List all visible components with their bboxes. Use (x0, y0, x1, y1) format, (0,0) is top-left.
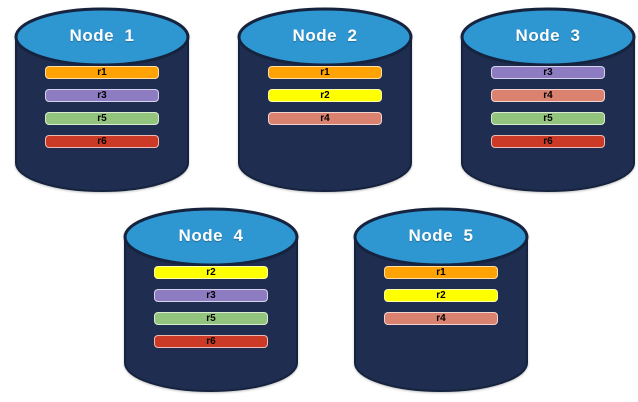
cylinder-top (14, 7, 190, 67)
node-title: Node 5 (408, 226, 474, 246)
node-3: Node 3 r3 r4 r5 r6 (458, 5, 638, 195)
replica-list: r1 r3 r5 r6 (45, 66, 159, 158)
node-2: Node 2 r1 r2 r4 (235, 5, 415, 195)
replica-bar-r6: r6 (491, 135, 605, 148)
replica-bar-r5: r5 (154, 312, 268, 325)
node-title: Node 1 (69, 26, 135, 46)
node-title: Node 4 (178, 226, 244, 246)
replica-list: r3 r4 r5 r6 (491, 66, 605, 158)
replica-bar-r3: r3 (491, 66, 605, 79)
replica-list: r1 r2 r4 (268, 66, 382, 135)
replica-bar-r5: r5 (491, 112, 605, 125)
node-title: Node 3 (515, 26, 581, 46)
node-1: Node 1 r1 r3 r5 r6 (12, 5, 192, 195)
replica-bar-r4: r4 (491, 89, 605, 102)
cylinder-top (237, 7, 413, 67)
replica-bar-r3: r3 (154, 289, 268, 302)
node-row-2: Node 4 r2 r3 r5 r6 Node 5 r1 r2 r4 (121, 205, 531, 395)
replica-bar-r6: r6 (154, 335, 268, 348)
replica-bar-r2: r2 (384, 289, 498, 302)
replica-bar-r4: r4 (268, 112, 382, 125)
node-title: Node 2 (292, 26, 358, 46)
replica-bar-r3: r3 (45, 89, 159, 102)
node-5: Node 5 r1 r2 r4 (351, 205, 531, 395)
replica-list: r2 r3 r5 r6 (154, 266, 268, 358)
replica-bar-r1: r1 (268, 66, 382, 79)
replica-bar-r5: r5 (45, 112, 159, 125)
node-4: Node 4 r2 r3 r5 r6 (121, 205, 301, 395)
cylinder-top (460, 7, 636, 67)
replica-bar-r6: r6 (45, 135, 159, 148)
replica-list: r1 r2 r4 (384, 266, 498, 335)
replica-bar-r2: r2 (268, 89, 382, 102)
replica-bar-r1: r1 (384, 266, 498, 279)
cylinder-top (353, 207, 529, 267)
cylinder-top (123, 207, 299, 267)
replica-bar-r2: r2 (154, 266, 268, 279)
replica-bar-r1: r1 (45, 66, 159, 79)
replica-bar-r4: r4 (384, 312, 498, 325)
